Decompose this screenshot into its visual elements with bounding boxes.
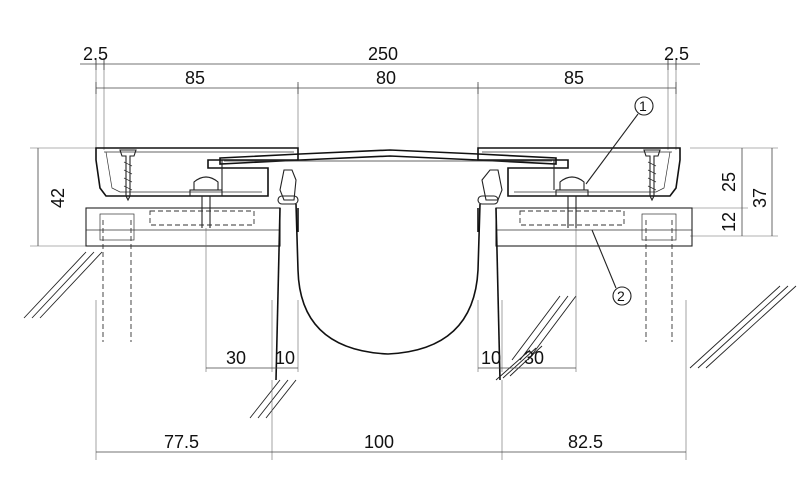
dim-mid-left-offset: 30 xyxy=(226,348,246,368)
bottom-dimensions: 77.5 100 82.5 xyxy=(95,300,687,460)
dim-bottom-right: 82.5 xyxy=(568,432,603,452)
dim-right-lower-height: 12 xyxy=(719,212,739,232)
callout-1-label: 1 xyxy=(639,98,647,114)
top-dimensions: 2.5 250 2.5 85 80 85 xyxy=(80,44,700,150)
dim-mid-right-gap: 10 xyxy=(481,348,501,368)
fasteners xyxy=(119,149,661,228)
side-dimensions: 42 25 12 37 xyxy=(30,147,778,247)
substrate xyxy=(23,207,797,419)
callout-2: 2 xyxy=(591,229,632,306)
dim-right-total-height: 37 xyxy=(750,188,770,208)
dim-upper-center: 80 xyxy=(376,68,396,88)
dim-mid-right-offset: 30 xyxy=(524,348,544,368)
dim-top-right-edge: 2.5 xyxy=(664,44,689,64)
mid-dimensions: 30 10 10 30 xyxy=(205,228,577,372)
callout-1: 1 xyxy=(585,96,654,185)
callout-2-label: 2 xyxy=(617,288,625,304)
dim-mid-left-gap: 10 xyxy=(275,348,295,368)
flexible-seal xyxy=(295,203,481,355)
dim-bottom-left: 77.5 xyxy=(164,432,199,452)
dim-left-height: 42 xyxy=(48,188,68,208)
dim-upper-left: 85 xyxy=(185,68,205,88)
dim-bottom-center: 100 xyxy=(364,432,394,452)
dim-top-left-edge: 2.5 xyxy=(83,44,108,64)
dim-right-upper-height: 25 xyxy=(719,172,739,192)
dim-top-total: 250 xyxy=(368,44,398,64)
dim-upper-right: 85 xyxy=(564,68,584,88)
